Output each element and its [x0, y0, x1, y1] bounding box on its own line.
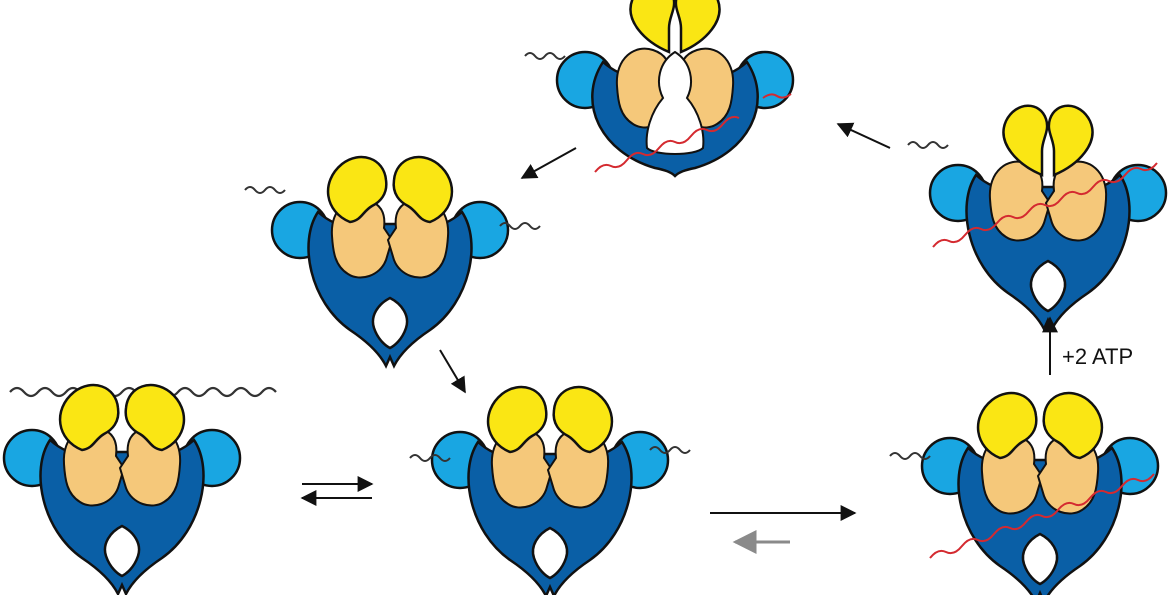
complex-dna-bound	[410, 387, 690, 595]
complex-dna-release	[245, 157, 540, 366]
atp-label: +2 ATP	[1062, 344, 1133, 370]
arrow-to-bottom-middle	[440, 350, 465, 392]
arrow-to-left-complex	[522, 148, 576, 178]
complex-dna-loaded	[890, 393, 1158, 595]
complex-apo	[4, 385, 240, 594]
arrow-to-top-complex	[838, 124, 890, 148]
complex-top-open-gate	[525, 0, 793, 176]
complex-atp-closed	[908, 106, 1166, 329]
